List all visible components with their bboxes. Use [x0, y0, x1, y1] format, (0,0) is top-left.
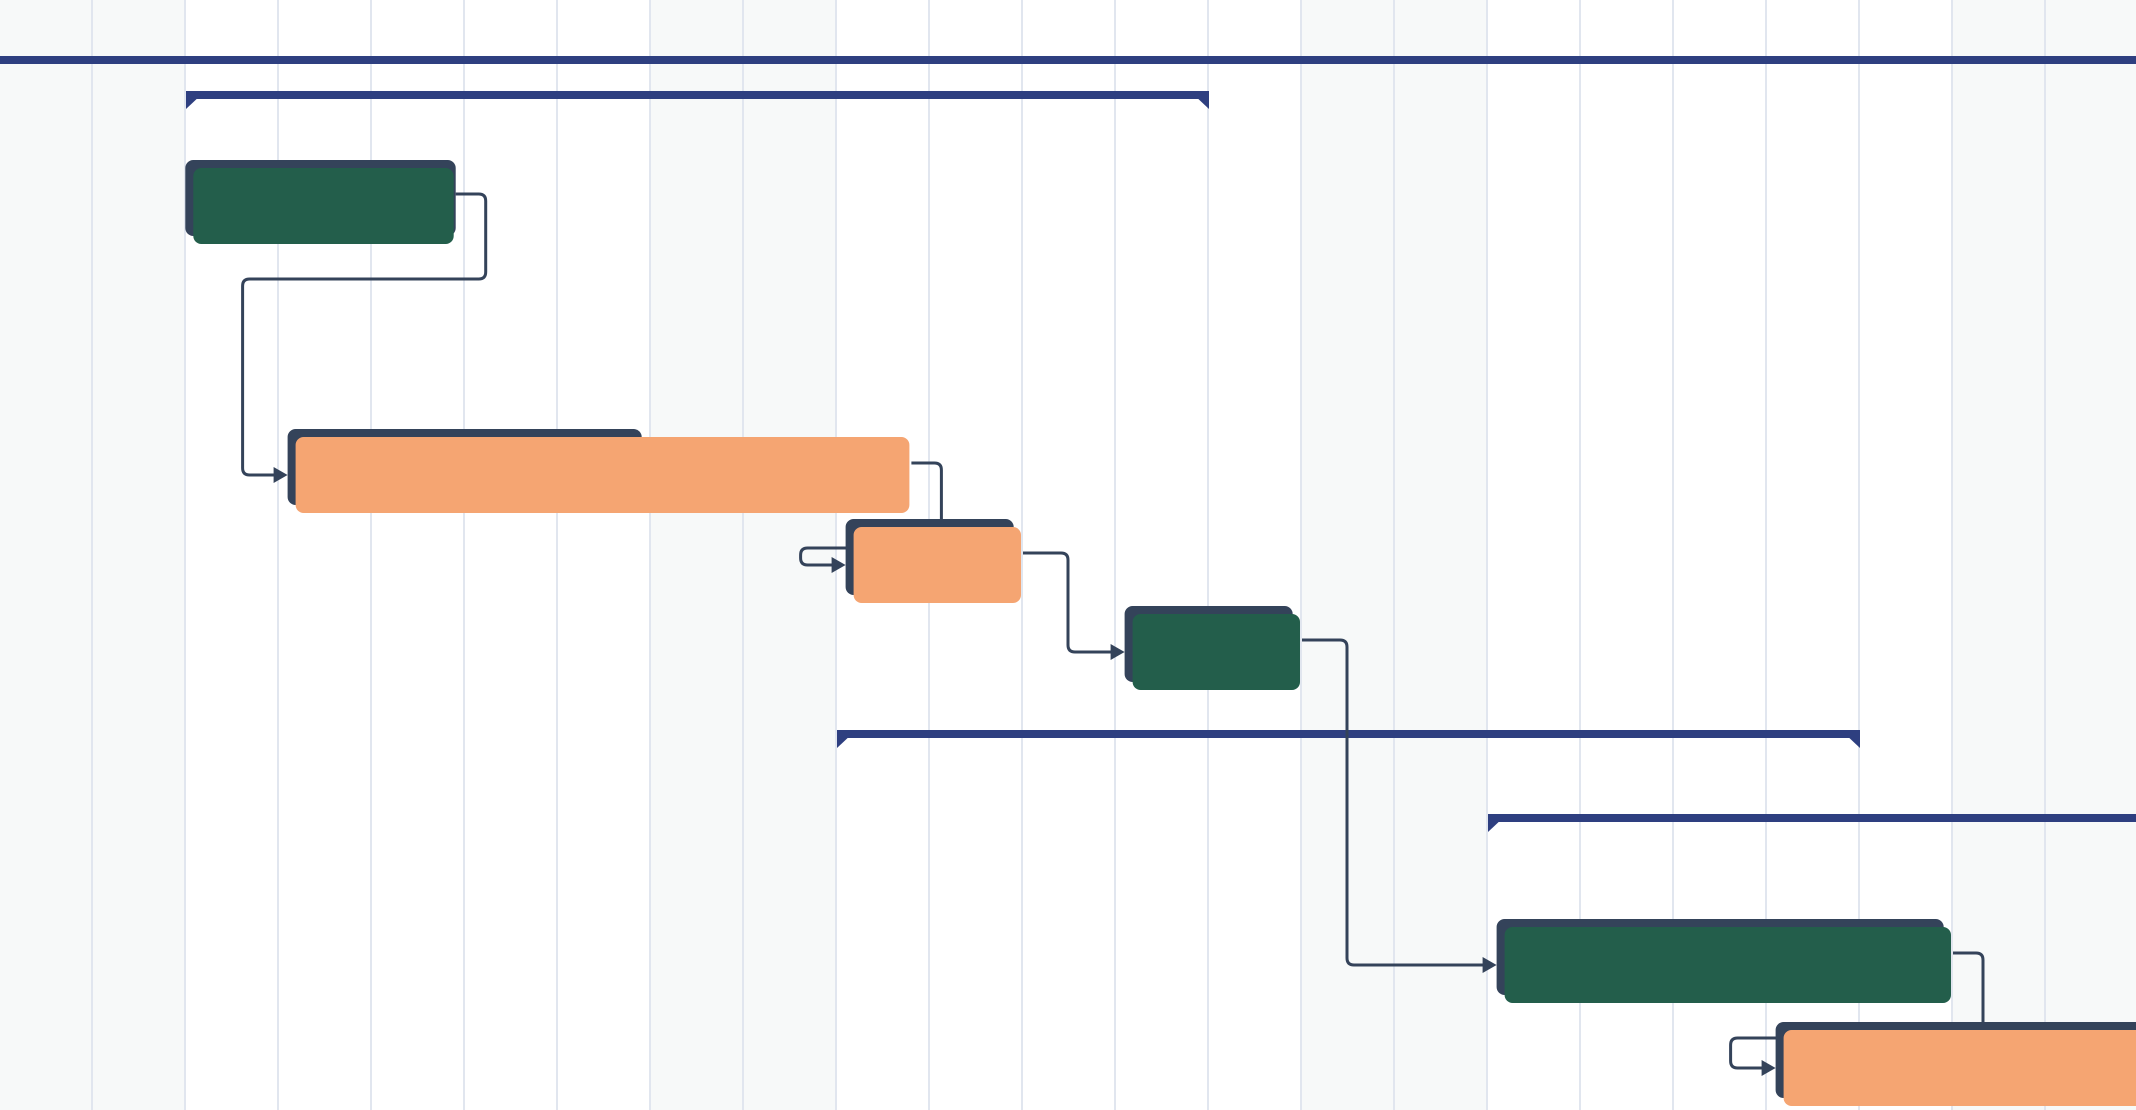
dependency-link-line — [1302, 638, 1485, 967]
task-bar-complete — [1132, 614, 1300, 690]
weekend-column — [744, 0, 837, 1110]
task-bar[interactable] — [1496, 919, 1951, 1003]
summary-bar — [186, 91, 1209, 109]
task-bar-complete — [1504, 927, 1951, 1003]
summary-bar-line — [1488, 814, 2136, 822]
weekend-column — [1953, 0, 2046, 1110]
dependency-link-line — [241, 192, 488, 477]
task-bar-delayed — [295, 437, 910, 513]
task-bar[interactable] — [185, 160, 456, 244]
dependency-arrow-icon — [831, 557, 846, 573]
dependency-arrow-icon — [1761, 1060, 1776, 1076]
task-bar[interactable] — [1775, 1022, 2136, 1106]
summary-bar-left-cap — [837, 733, 853, 748]
summary-bar-right-cap — [1844, 733, 1860, 748]
dependency-link — [241, 192, 488, 483]
weekend-column — [1395, 0, 1488, 1110]
task-bar-delayed — [1783, 1030, 2136, 1106]
weekday-column — [1116, 0, 1209, 1110]
weekday-column — [1209, 0, 1302, 1110]
summary-bar-line — [186, 91, 1209, 99]
weekend-column — [0, 0, 93, 1110]
dependency-link-line — [1023, 551, 1113, 654]
weekend-column — [2046, 0, 2136, 1110]
summary-bar — [1488, 814, 2136, 832]
task-bars — [185, 160, 2136, 1106]
dependency-link — [1302, 638, 1497, 973]
task-bar-delayed — [853, 527, 1021, 603]
task-bar[interactable] — [1124, 606, 1300, 690]
dependency-arrow-icon — [1110, 644, 1125, 660]
task-bar-complete — [193, 168, 454, 244]
task-bar[interactable] — [287, 429, 910, 513]
weekend-column — [93, 0, 186, 1110]
summary-bar-left-cap — [186, 94, 202, 109]
dependency-arrow-icon — [1482, 957, 1497, 973]
summary-bar-right-cap — [1193, 94, 1209, 109]
project-summary-bar — [0, 56, 2136, 64]
weekday-column — [1023, 0, 1116, 1110]
task-bar[interactable] — [845, 519, 1021, 603]
weekend-column — [651, 0, 744, 1110]
dependency-arrow-icon — [273, 467, 288, 483]
weekday-column — [558, 0, 651, 1110]
dependency-link — [1023, 551, 1125, 660]
summary-bar-left-cap — [1488, 817, 1504, 832]
weekday-column — [465, 0, 558, 1110]
